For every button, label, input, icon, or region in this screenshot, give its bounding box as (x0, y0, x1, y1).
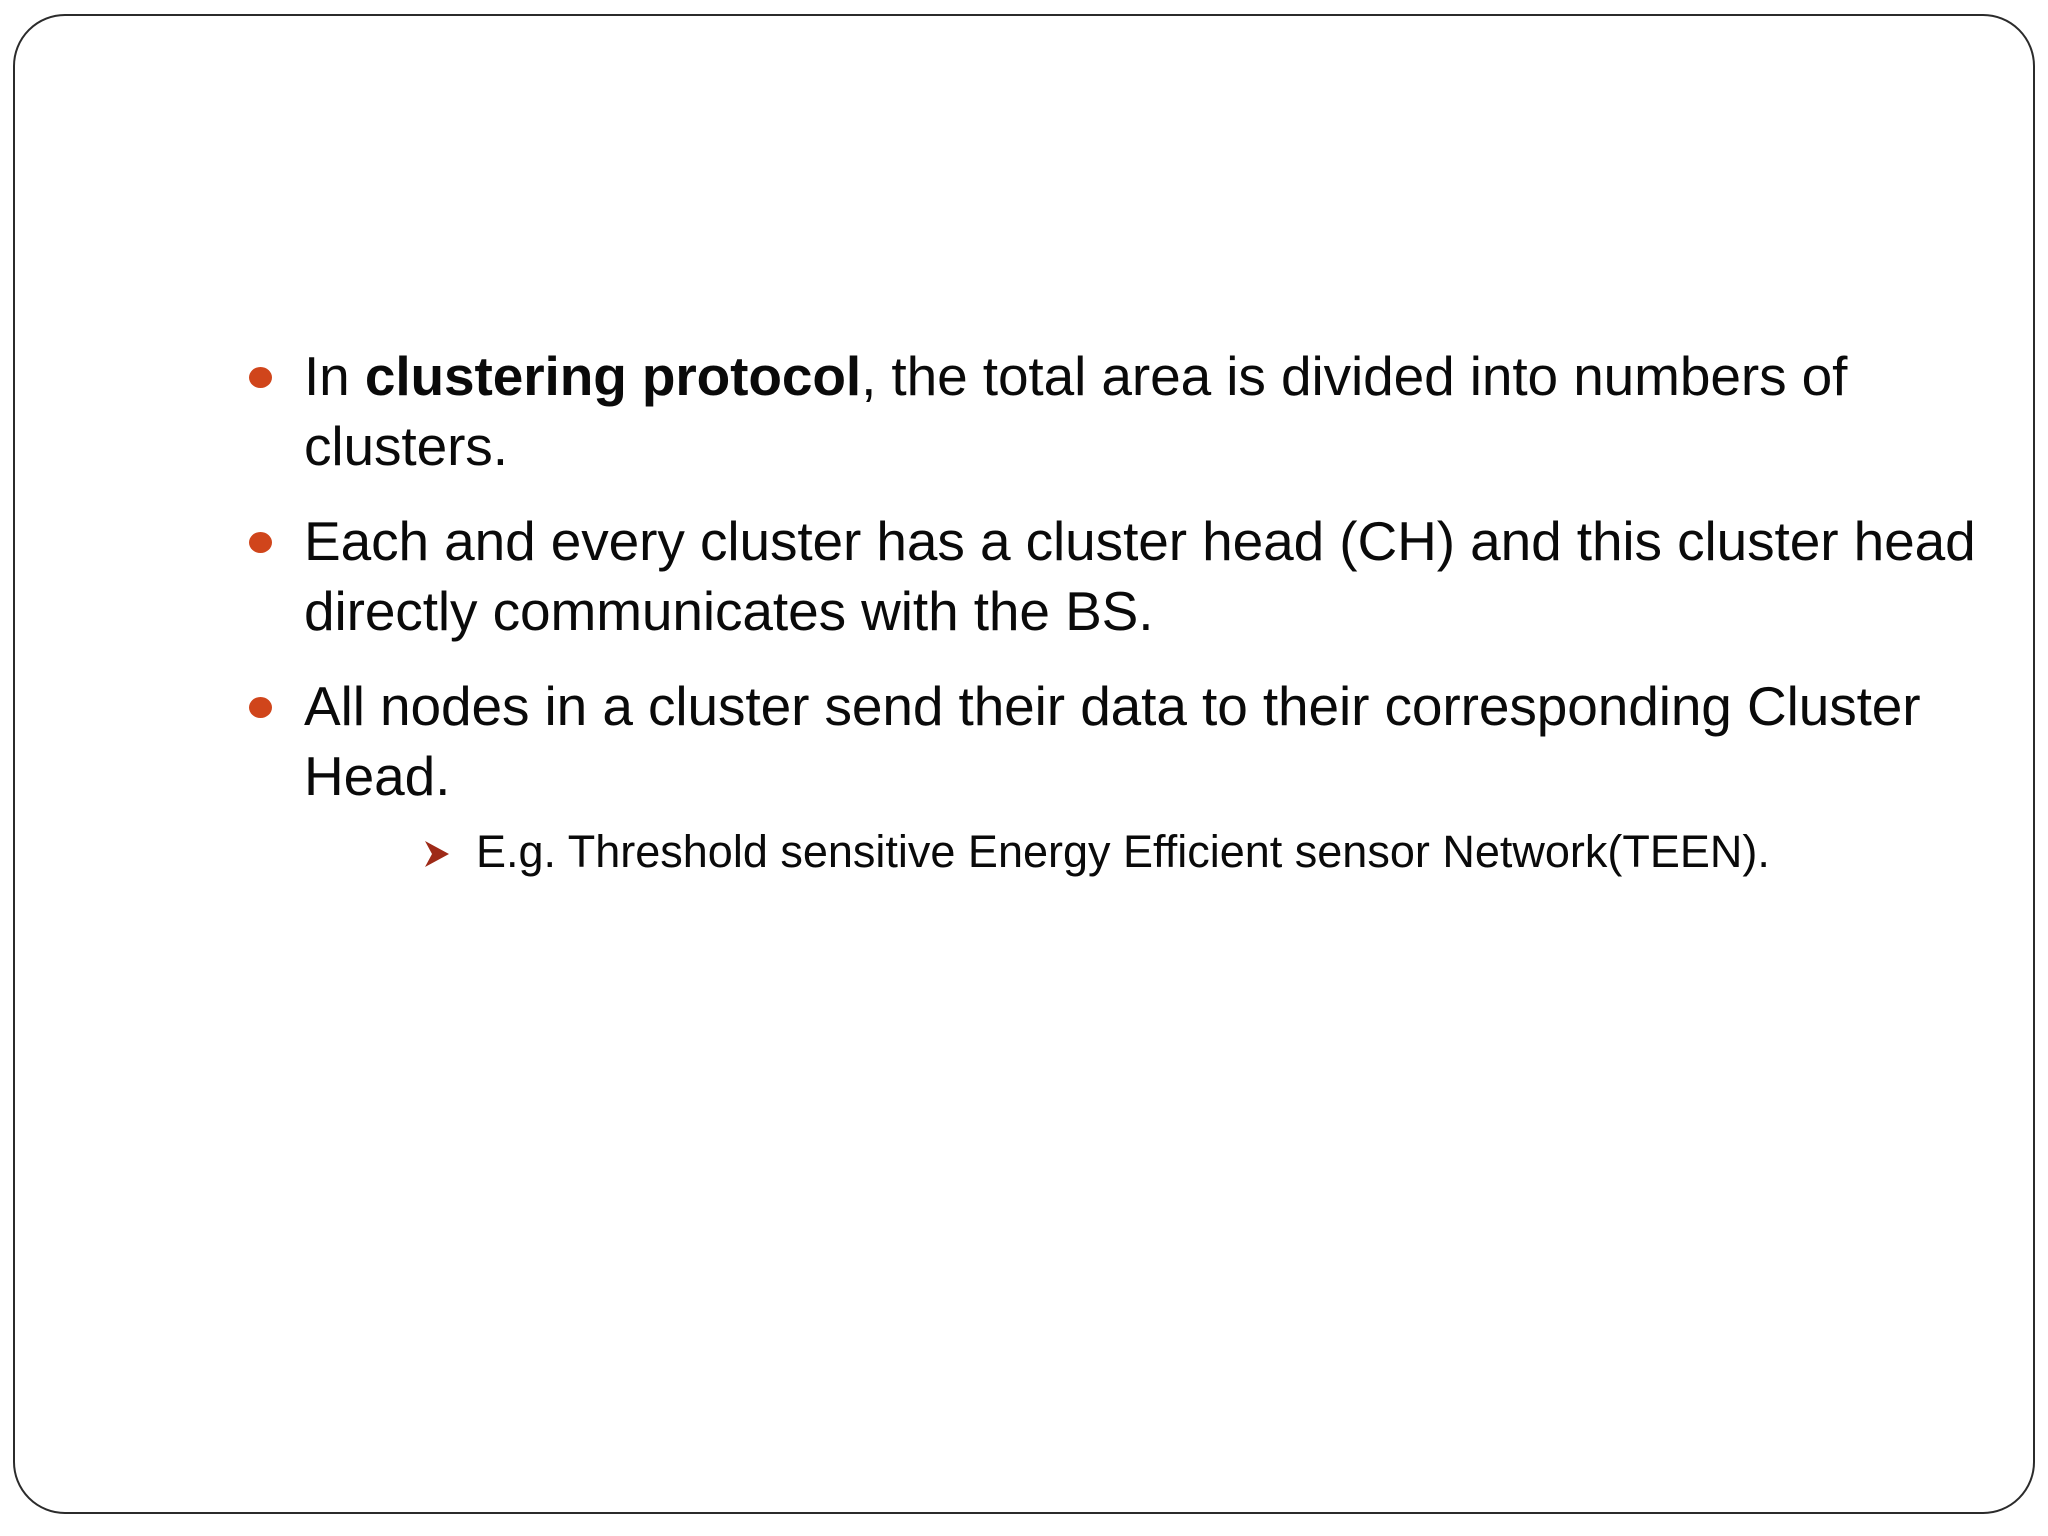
sub-bullet-list: E.g. Threshold sensitive Energy Efficien… (304, 823, 1982, 882)
round-bullet-icon (249, 367, 272, 388)
round-bullet-icon (249, 697, 272, 719)
bullet-text: Each and every cluster has a cluster hea… (304, 510, 1976, 642)
bullet-item: All nodes in a cluster send their data t… (222, 672, 1982, 882)
bullet-text: In clustering protocol, the total area i… (304, 342, 1982, 481)
bullet-text-emphasis: clustering protocol (364, 345, 862, 407)
sub-bullet-text: E.g. Threshold sensitive Energy Efficien… (476, 826, 1770, 878)
slide-content-body: In clustering protocol, the total area i… (222, 342, 1982, 908)
bullet-text: All nodes in a cluster send their data t… (304, 675, 1921, 807)
bullet-text-suffix: , the total area is divided into numbers… (304, 345, 1848, 477)
bullet-item: Each and every cluster has a cluster hea… (222, 507, 1982, 646)
bullet-item: In clustering protocol, the total area i… (222, 342, 1982, 481)
sub-bullet-item: E.g. Threshold sensitive Energy Efficien… (304, 823, 1982, 882)
round-bullet-icon (249, 532, 272, 554)
bullet-text-prefix: In (304, 345, 365, 407)
arrow-chevron-icon (422, 837, 452, 871)
slide-frame: In clustering protocol, the total area i… (13, 14, 2035, 1514)
